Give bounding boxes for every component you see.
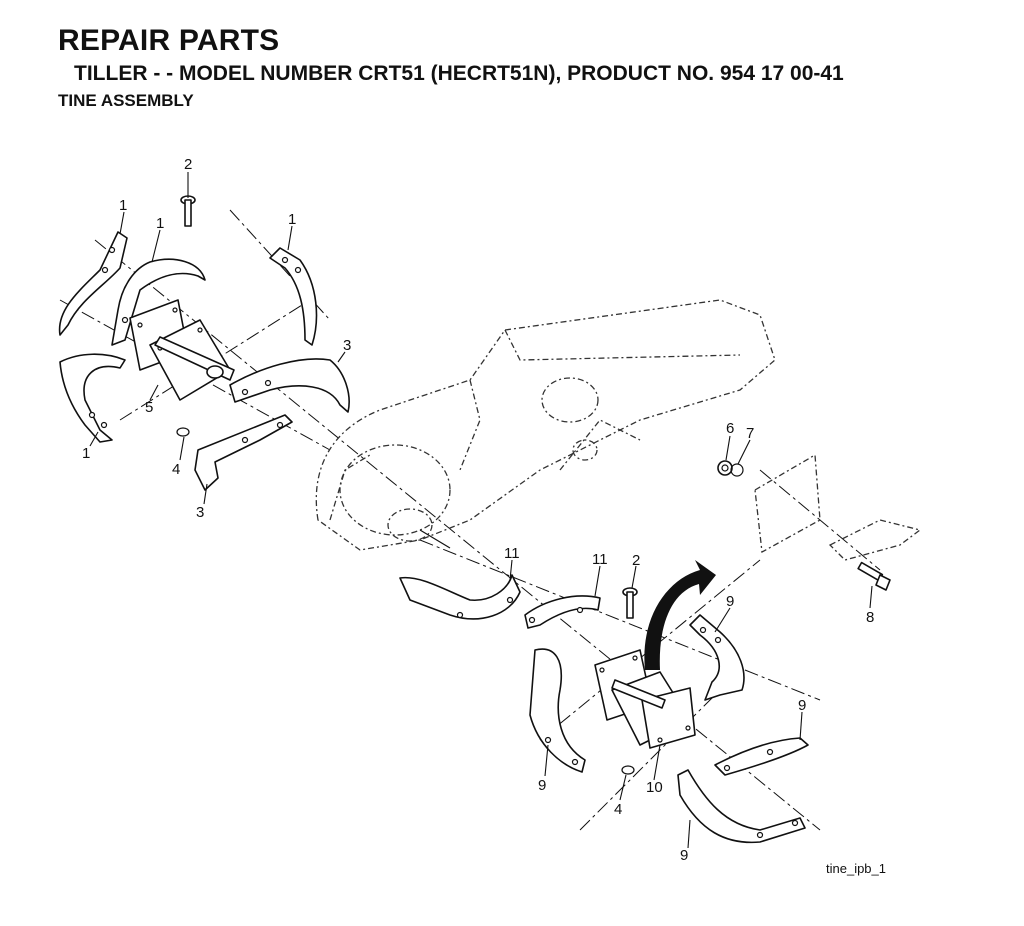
centerlines [59,209,881,831]
tine-9-right [714,737,809,776]
tine-flange-10 [594,649,696,749]
callout-4: 4 [172,461,180,478]
cover-plate-phantom [754,453,922,561]
bolt-8 [857,561,891,591]
tine-1-left-curve [111,258,206,346]
callout-9: 9 [538,777,546,794]
callout-11: 11 [592,551,608,568]
section-title: TINE ASSEMBLY [58,91,194,110]
tine-9-left [529,648,586,773]
pin-2-left [180,195,196,227]
pin-2-right [622,587,638,619]
tine-11-left [399,574,521,620]
tine-flange-5 [129,299,235,401]
clip-4-left [176,427,190,437]
tine-1-upper-right [269,247,318,346]
callout-1: 1 [82,445,90,462]
tine-3-lower [194,414,293,491]
figure-id: tine_ipb_1 [826,861,886,876]
tine-9-upper [689,614,745,701]
tine-1-upper-left [58,231,128,336]
callout-3: 3 [196,504,204,521]
callout-1: 1 [119,197,127,214]
page-title: REPAIR PARTS [58,24,280,57]
tine-1-lower [59,353,126,443]
callout-labels: 2 1 1 1 3 5 1 4 3 6 7 8 11 11 2 9 9 9 4 … [82,156,874,864]
washer-6 [717,460,733,476]
leader-lines [89,172,873,849]
tine-9-lower [677,769,806,844]
tine-3-upper [229,358,350,413]
callout-8: 8 [866,609,874,626]
callout-9: 9 [726,593,734,610]
callout-6: 6 [726,420,734,437]
model-subtitle: TILLER - - MODEL NUMBER CRT51 (HECRT51N)… [74,62,844,85]
callout-10: 10 [646,779,663,796]
callout-7: 7 [746,425,754,442]
rotation-arrow [644,560,716,670]
callout-2: 2 [184,156,192,173]
tine-11-right [524,595,601,629]
tiller-body-phantom [315,299,776,551]
callout-3: 3 [343,337,351,354]
callout-2: 2 [632,552,640,569]
callout-1: 1 [288,211,296,228]
callout-9: 9 [680,847,688,864]
callout-5: 5 [145,399,153,416]
callout-9: 9 [798,697,806,714]
clip-4-right [621,765,635,775]
callout-1: 1 [156,215,164,232]
callout-4: 4 [614,801,622,818]
callout-11: 11 [504,545,520,562]
ring-7 [730,463,744,477]
